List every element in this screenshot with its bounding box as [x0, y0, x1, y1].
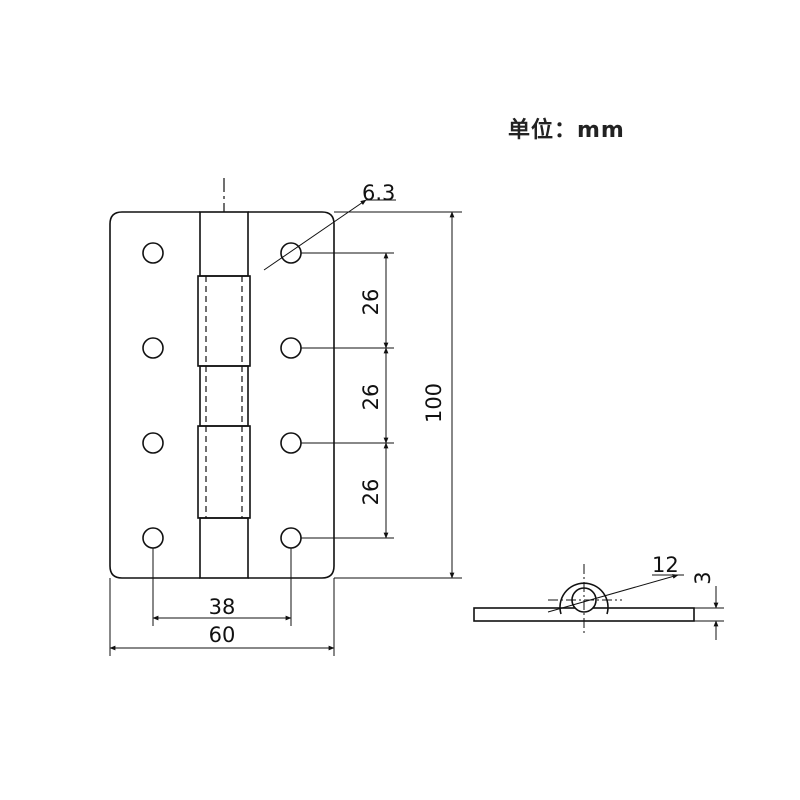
hole-spacing-label-1: 26 [359, 289, 383, 316]
total-width-label: 60 [209, 623, 236, 647]
hole-diameter-label: 6.3 [362, 181, 395, 205]
left-leaf-outline [109, 211, 200, 579]
knuckle-diameter-label: 12 [652, 553, 679, 577]
thickness-label: 3 [691, 571, 715, 584]
unit-label: 单位：mm [508, 118, 625, 143]
hole-left-2 [142, 337, 164, 359]
hole-diameter-leader [263, 199, 367, 271]
hole-left-4 [142, 527, 164, 549]
hole-spacing-label-2: 26 [359, 384, 383, 411]
right-leaf-outline [248, 211, 335, 579]
knuckle-lower [199, 365, 249, 427]
knuckle-top [199, 211, 249, 277]
hole-right-4 [280, 527, 302, 549]
hole-left-3 [142, 432, 164, 454]
hole-right-3 [280, 432, 302, 454]
hole-left-1 [142, 242, 164, 264]
hole-right-1 [280, 242, 302, 264]
hole-right-2 [280, 337, 302, 359]
knuckle-diameter-leader [547, 574, 679, 613]
knuckle-bottom [199, 517, 249, 579]
hole-column-spacing-label: 38 [209, 595, 236, 619]
total-height-label: 100 [422, 383, 446, 423]
hole-spacing-label-3: 26 [359, 479, 383, 506]
